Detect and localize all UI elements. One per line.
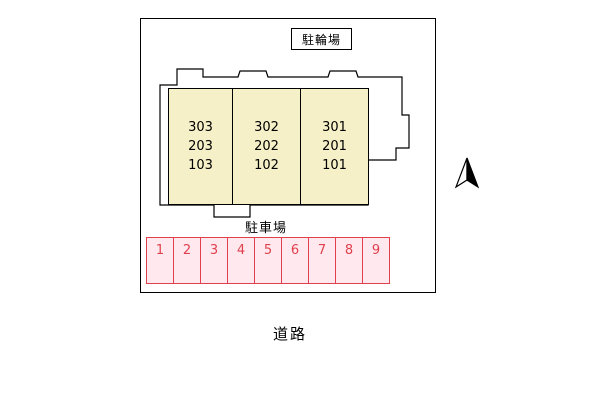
unit-number: 302 [254,120,279,135]
parking-space-number: 6 [290,243,300,258]
parking-space: 2 [173,237,201,284]
unit-block-301: 301 201 101 [300,88,369,205]
parking-space-number: 3 [209,243,219,258]
parking-space: 6 [281,237,309,284]
unit-number: 201 [322,139,347,154]
parking-space: 1 [146,237,174,284]
parking-space: 3 [200,237,228,284]
north-arrow-icon [454,157,480,189]
unit-number: 202 [254,139,279,154]
road-label: 道路 [272,325,307,343]
parking-space: 4 [227,237,255,284]
unit-block-302: 302 202 102 [232,88,301,205]
unit-number: 301 [322,120,347,135]
parking-spaces-row: 1 2 3 4 5 6 7 8 9 [146,237,390,284]
car-parking-label: 駐車場 [244,221,287,236]
parking-space-number: 4 [236,243,246,258]
unit-number: 303 [188,120,213,135]
parking-space: 9 [362,237,390,284]
parking-space-number: 5 [263,243,273,258]
unit-number: 102 [254,158,279,173]
unit-number: 203 [188,139,213,154]
parking-space-number: 9 [371,243,381,258]
unit-block-303: 303 203 103 [168,88,233,205]
parking-space: 5 [254,237,282,284]
bicycle-parking-label: 駐輪場 [301,32,341,47]
parking-space-number: 2 [182,243,192,258]
bicycle-parking-label-box: 駐輪場 [291,28,352,50]
parking-space-number: 8 [344,243,354,258]
parking-space: 7 [308,237,336,284]
parking-space-number: 1 [155,243,165,258]
site-boundary [140,18,436,293]
parking-space: 8 [335,237,363,284]
unit-number: 101 [322,158,347,173]
unit-number: 103 [188,158,213,173]
parking-space-number: 7 [317,243,327,258]
